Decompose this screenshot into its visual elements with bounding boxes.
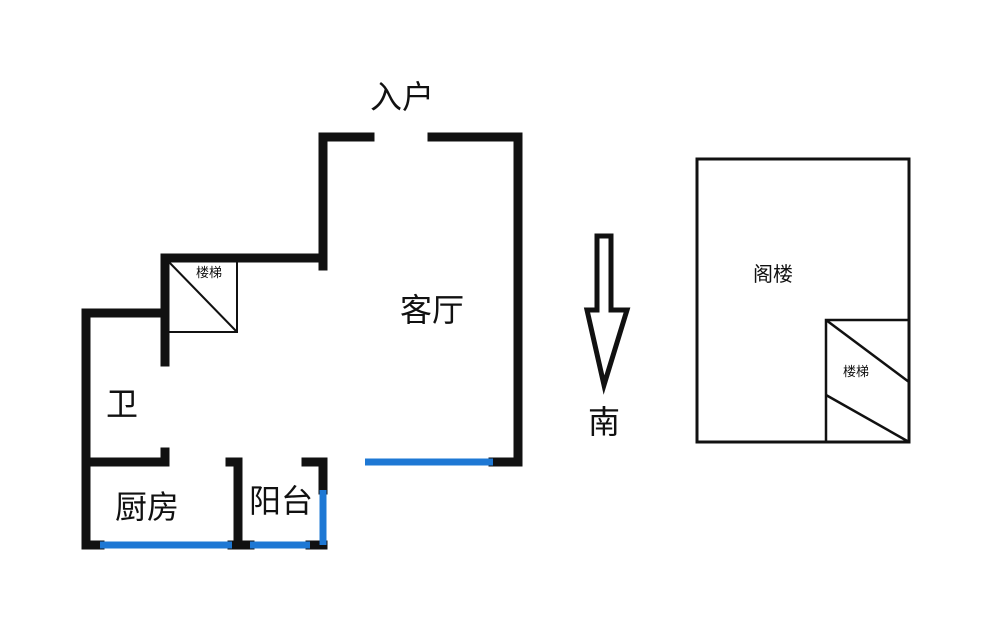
entrance-label: 入户 xyxy=(370,78,434,116)
entrance-wall-left xyxy=(318,132,375,271)
loft-stairs-label: 楼梯 xyxy=(843,365,869,380)
windows xyxy=(100,458,493,549)
bathroom-label: 卫 xyxy=(106,385,138,423)
kitchen-label: 厨房 xyxy=(115,488,179,526)
loft-stairs-diag-2 xyxy=(825,393,910,444)
south-label: 南 xyxy=(588,403,620,441)
loft-stairs-diag-1 xyxy=(825,318,910,384)
loft xyxy=(695,157,911,444)
entrance-wall-right xyxy=(427,132,523,467)
balcony-wall xyxy=(301,457,328,495)
loft-outline xyxy=(695,157,911,444)
main-floor-walls xyxy=(81,132,523,550)
balcony-label: 阳台 xyxy=(249,482,313,520)
stairs xyxy=(166,259,238,333)
loft-stairs-box xyxy=(824,318,911,444)
arrow-down-icon xyxy=(583,233,631,395)
stairs-box xyxy=(166,259,238,333)
living-room-label: 客厅 xyxy=(400,291,464,329)
stairs-diagonal xyxy=(166,259,238,333)
bathroom-wall xyxy=(81,308,170,550)
loft-label: 阁楼 xyxy=(753,262,793,286)
stairs-label: 楼梯 xyxy=(196,266,222,281)
